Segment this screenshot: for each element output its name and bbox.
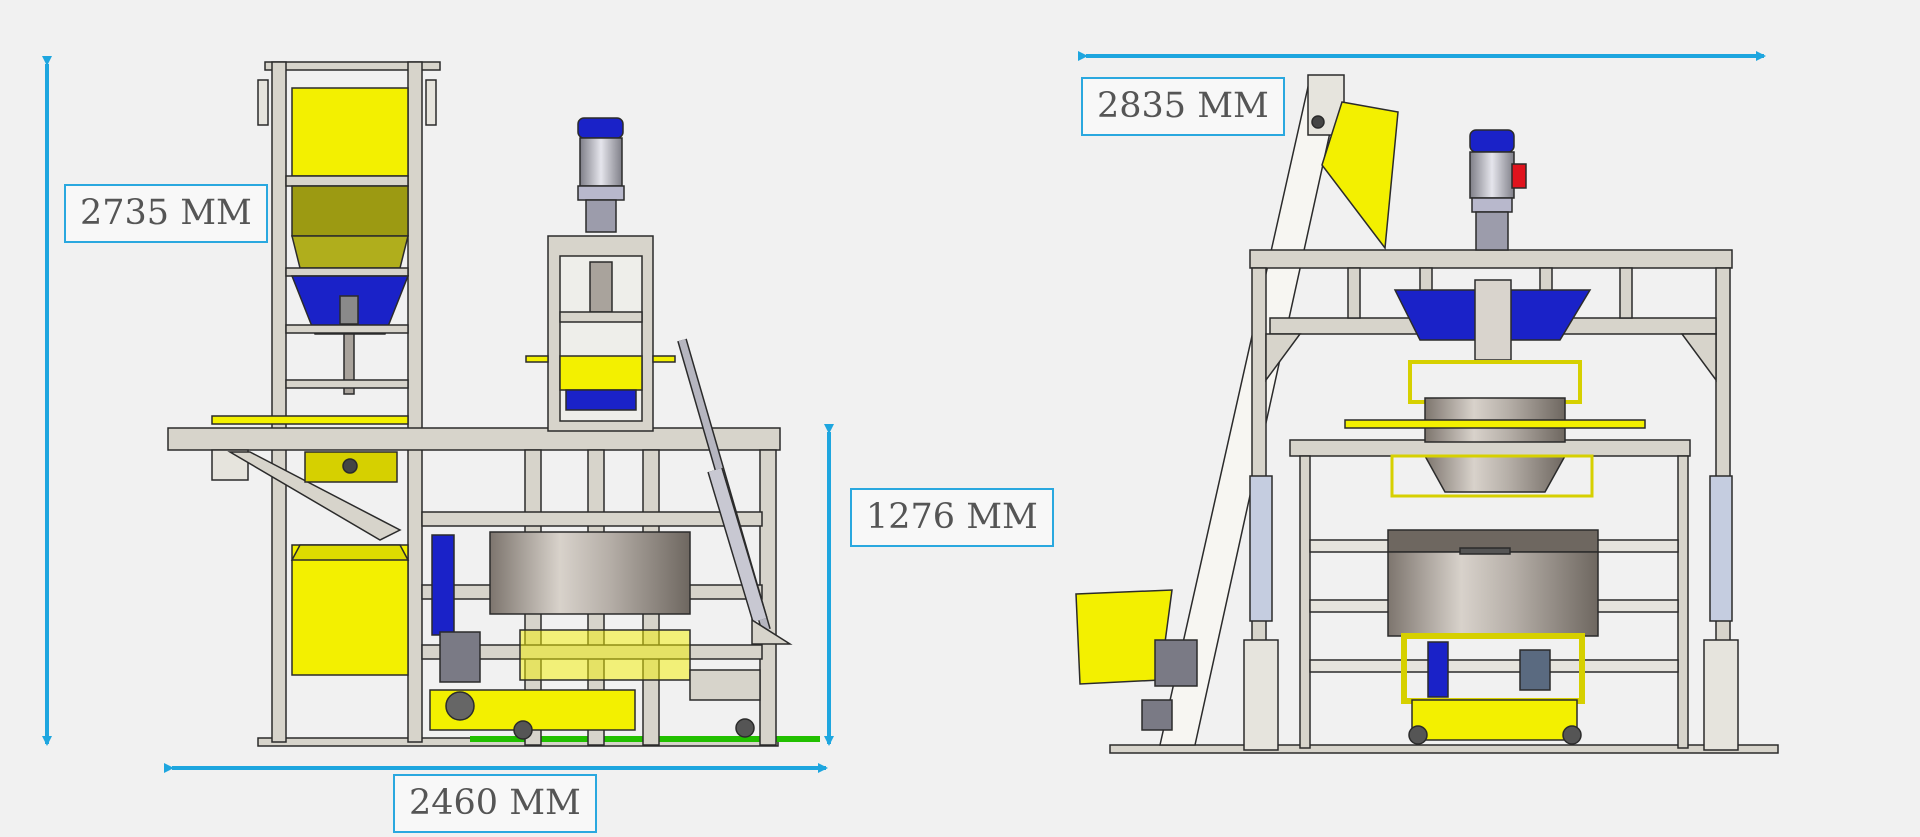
motor-icon [1469,151,1515,199]
conveyor-icon [1075,74,1399,746]
front-view [1075,74,1779,754]
table-height-label: 1276 MM [850,488,1054,547]
mixer-drum-icon [489,531,691,615]
hopper-icon [291,87,409,177]
overall-height-label: 2735 MM [64,184,268,243]
front-motor-unit [1469,129,1527,251]
mixer-drum-icon [1387,551,1599,637]
dimension-lines [42,51,1766,773]
hopper-tower [257,61,441,743]
tilt-cylinder [677,338,793,645]
side-view [167,61,820,747]
side-motor-unit [525,117,676,432]
overall-width-label: 2835 MM [1081,77,1285,136]
motor-icon [579,137,623,187]
overall-length-label: 2460 MM [393,774,597,833]
